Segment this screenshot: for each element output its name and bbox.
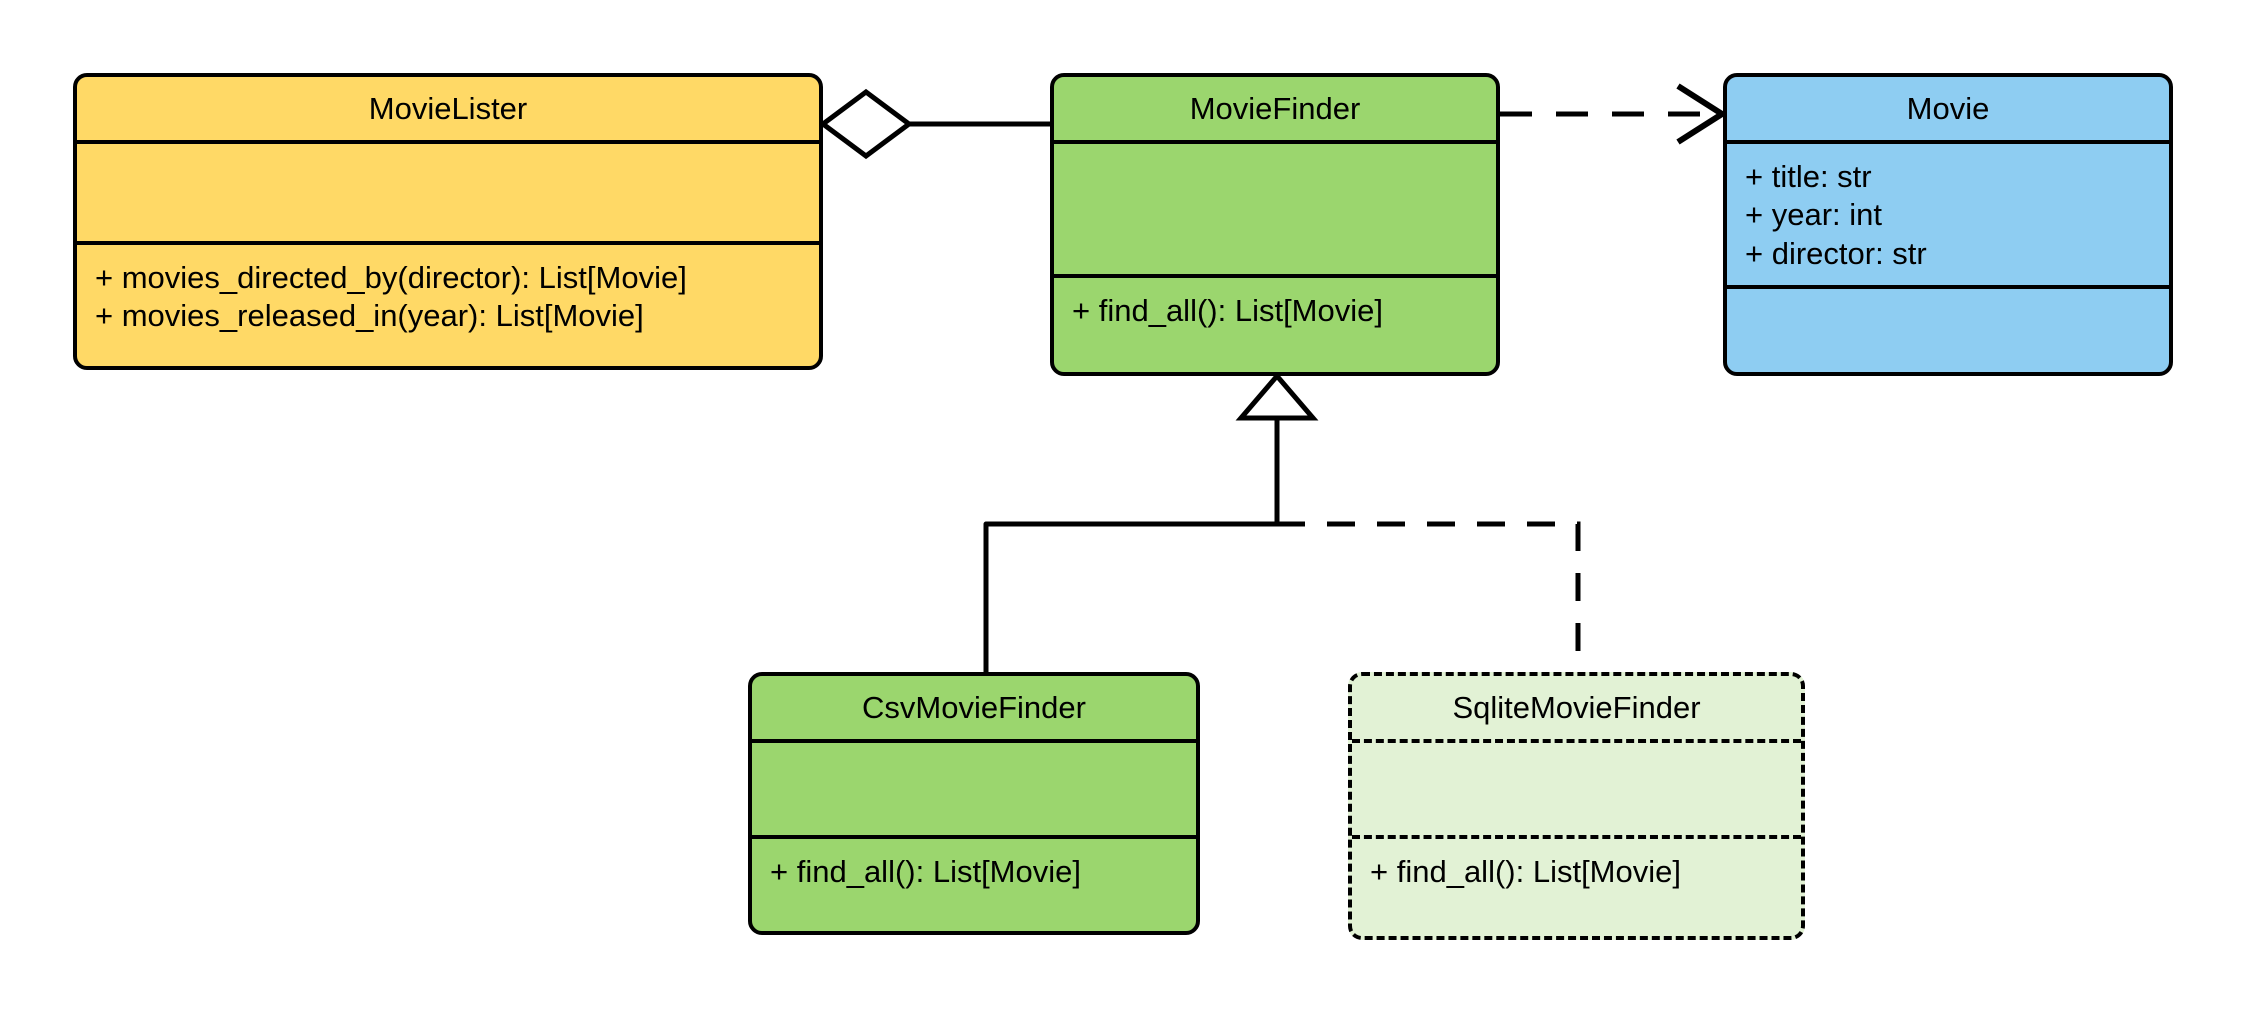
class-name-movie: Movie: [1906, 91, 1990, 126]
attribute-row: + year: int: [1745, 197, 1882, 233]
methods-compartment-sqlitemoviefinder: + find_all(): List[Movie]: [1352, 835, 1801, 936]
attributes-compartment-movie: + title: str + year: int + director: str: [1727, 140, 2169, 285]
methods-compartment-csvmoviefinder: + find_all(): List[Movie]: [752, 835, 1196, 931]
class-box-movie[interactable]: Movie + title: str + year: int + directo…: [1723, 73, 2173, 376]
class-box-moviefinder[interactable]: MovieFinder + find_all(): List[Movie]: [1050, 73, 1500, 376]
hollow-triangle-icon: [1235, 372, 1319, 421]
attributes-compartment-csvmoviefinder: [752, 739, 1196, 835]
csv-inheritance-line: [983, 521, 1277, 672]
hollow-diamond-icon: [818, 88, 914, 160]
method-row: + find_all(): List[Movie]: [1072, 293, 1383, 328]
generalization-branch-csv: [983, 521, 1277, 672]
method-row: + movies_released_in(year): List[Movie]: [95, 298, 644, 334]
generalization-branch-sqlite: [1277, 521, 1581, 672]
attribute-row: + title: str: [1745, 159, 1872, 194]
class-name-movielister: MovieLister: [368, 91, 528, 126]
attributes-compartment-sqlitemoviefinder: [1352, 739, 1801, 835]
methods-compartment-movie: [1727, 285, 2169, 372]
attributes-compartment-moviefinder: [1054, 140, 1496, 274]
class-box-csvmoviefinder[interactable]: CsvMovieFinder + find_all(): List[Movie]: [748, 672, 1200, 935]
class-name-moviefinder: MovieFinder: [1189, 91, 1361, 126]
method-row: + find_all(): List[Movie]: [1370, 854, 1681, 889]
methods-compartment-movielister: + movies_directed_by(director): List[Mov…: [77, 241, 819, 366]
aggregation-movielister-moviefinder: [818, 88, 1050, 160]
attributes-compartment-movielister: [77, 140, 819, 241]
class-name-csvmoviefinder: CsvMovieFinder: [862, 690, 1086, 725]
method-row: + find_all(): List[Movie]: [770, 854, 1081, 889]
attribute-row: + director: str: [1745, 235, 1927, 271]
dependency-moviefinder-movie: [1500, 83, 1728, 145]
generalization-trunk: [1235, 372, 1319, 524]
class-name-sqlitemoviefinder: SqliteMovieFinder: [1452, 690, 1701, 725]
method-row: + movies_directed_by(director): List[Mov…: [95, 260, 687, 295]
class-box-sqlitemoviefinder[interactable]: SqliteMovieFinder + find_all(): List[Mov…: [1348, 672, 1805, 940]
sqlite-inheritance-line: [1277, 521, 1581, 672]
open-arrow-icon: [1676, 83, 1728, 145]
class-box-movielister[interactable]: MovieLister + movies_directed_by(directo…: [73, 73, 823, 370]
methods-compartment-moviefinder: + find_all(): List[Movie]: [1054, 274, 1496, 372]
